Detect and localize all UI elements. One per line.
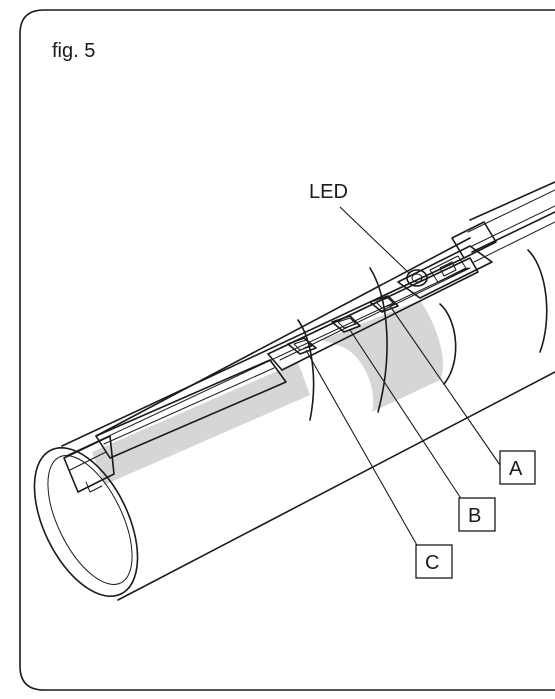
button-c[interactable] bbox=[287, 337, 317, 355]
end-cap bbox=[33, 446, 139, 598]
callout-led: LED bbox=[309, 181, 348, 203]
callout-a-box: A bbox=[499, 450, 536, 485]
figure-label: fig. 5 bbox=[52, 40, 95, 62]
leader-a bbox=[389, 305, 501, 466]
figure-frame bbox=[19, 9, 555, 691]
tube-body bbox=[33, 181, 555, 601]
button-a[interactable] bbox=[369, 295, 399, 313]
callout-a-label: A bbox=[509, 458, 523, 480]
leader-b bbox=[349, 329, 463, 501]
connector-port bbox=[397, 221, 497, 299]
callout-c-box: C bbox=[415, 544, 453, 579]
grey-panel-mid bbox=[322, 300, 444, 412]
grey-panel-front bbox=[92, 362, 310, 485]
callout-c-label: C bbox=[425, 552, 439, 574]
button-b[interactable] bbox=[331, 315, 361, 333]
leader-c bbox=[305, 349, 419, 548]
leader-led bbox=[339, 206, 411, 275]
callout-b-box: B bbox=[458, 497, 496, 532]
callout-b-label: B bbox=[468, 505, 481, 527]
